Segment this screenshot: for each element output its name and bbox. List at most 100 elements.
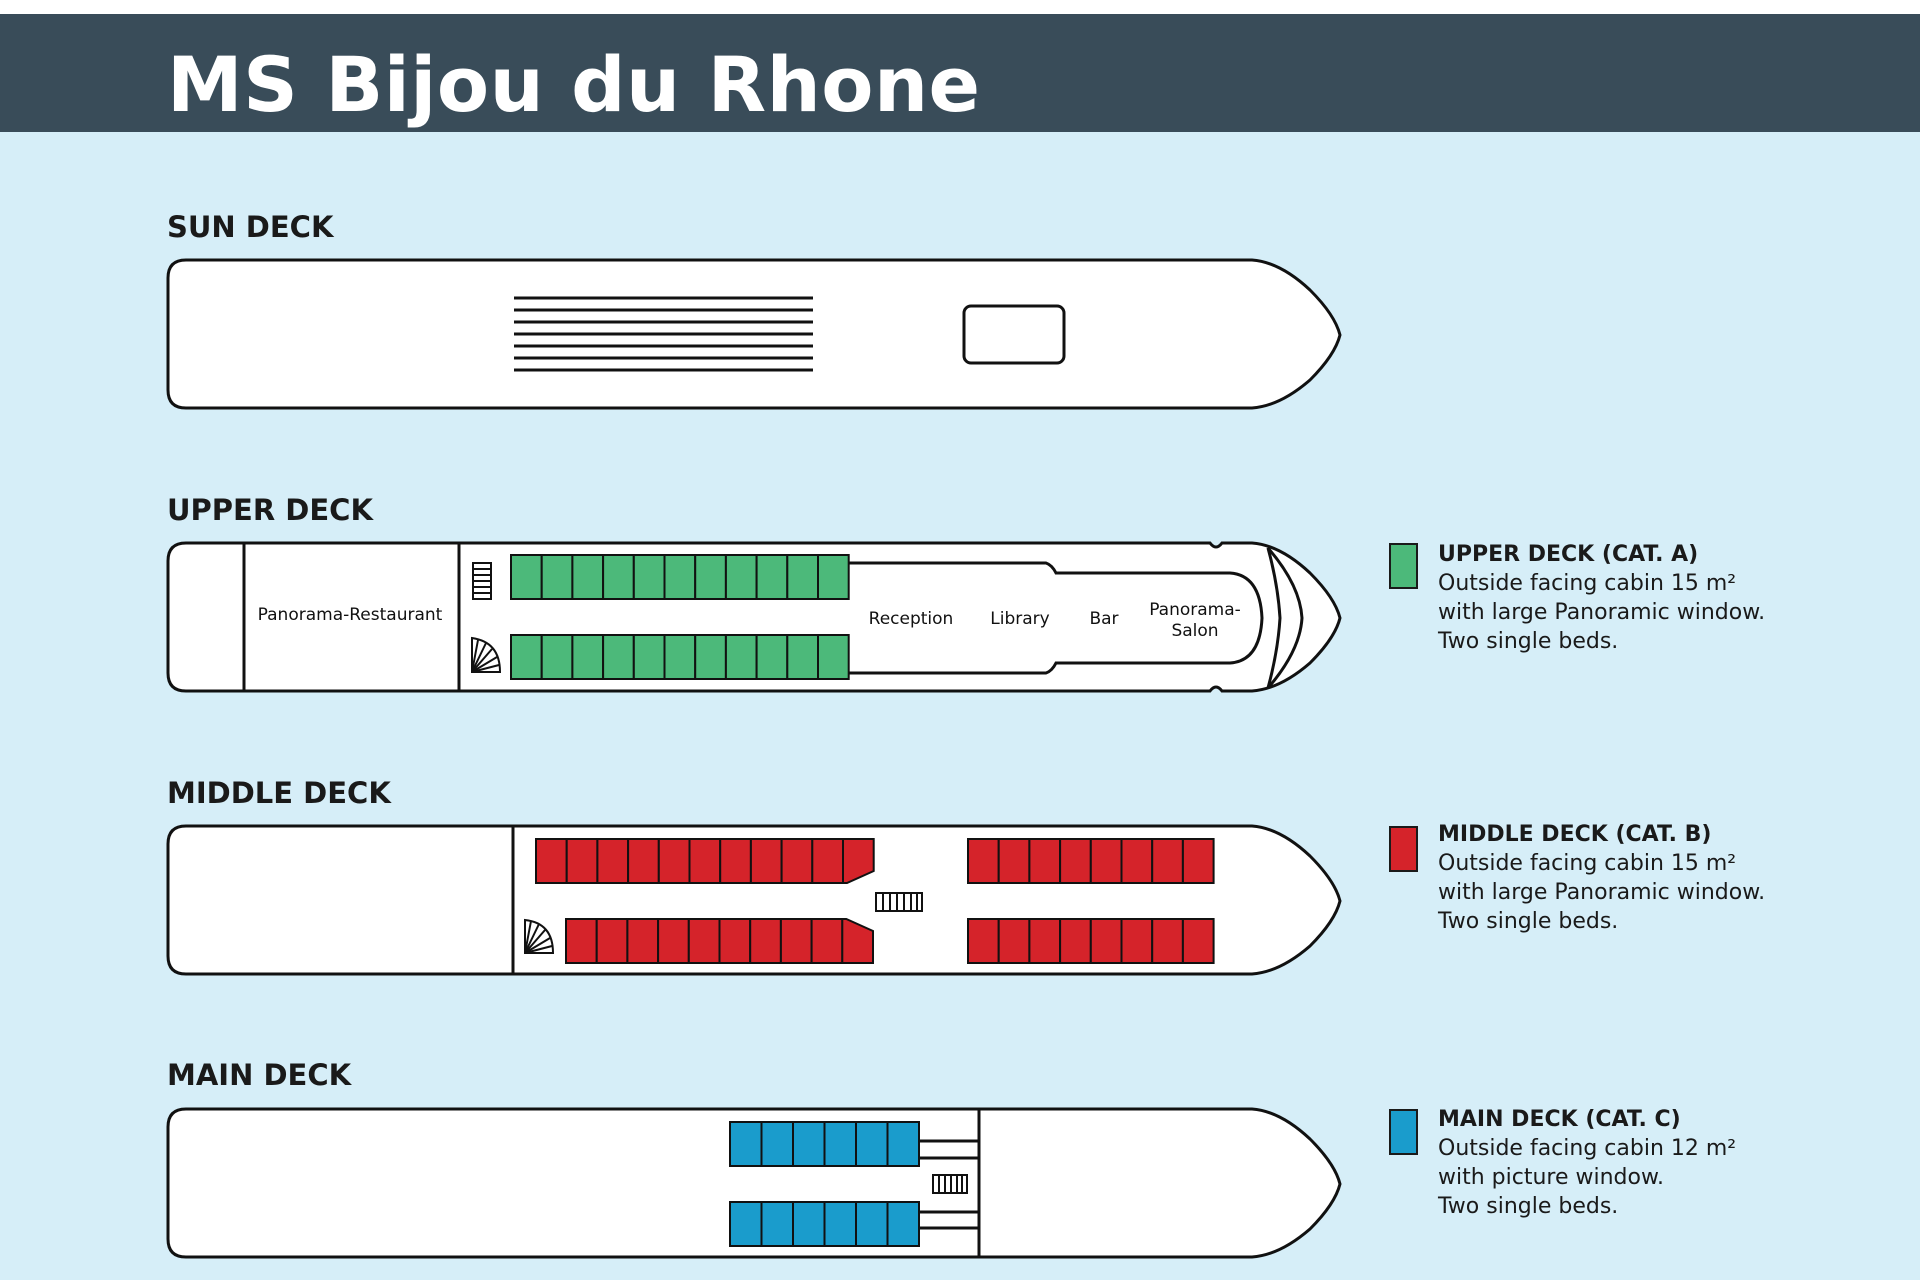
upper-deck-cabin-row-starboard: [510, 634, 850, 680]
cabin-cat-b: [1028, 918, 1062, 964]
cabin-cat-b: [1120, 838, 1154, 884]
main-deck: [166, 1107, 1342, 1259]
cabin-cat-c: [886, 1121, 920, 1167]
sun-deck: [166, 258, 1342, 410]
room-label-panorama-salon-line1: Panorama-: [1149, 600, 1241, 620]
legend-swatch-cat-b: [1389, 826, 1418, 872]
main-deck-title: MAIN DECK: [167, 1058, 352, 1092]
upper-deck-stair-spiral: [471, 636, 502, 673]
cabin-cat-b: [565, 918, 598, 964]
legend-item-cat-b: MIDDLE DECK (CAT. B) Outside facing cabi…: [1438, 820, 1765, 936]
legend-swatch-cat-c: [1389, 1109, 1418, 1155]
room-label-reception: Reception: [869, 609, 954, 629]
page-title: MS Bijou du Rhone: [167, 40, 981, 129]
cabin-cat-b: [595, 918, 629, 964]
cabin-cat-b: [780, 838, 814, 884]
middle-deck-cabin-row-starboard-aft: [565, 918, 874, 964]
cabin-cat-b: [1059, 838, 1092, 884]
cabin-cat-b: [535, 838, 568, 884]
main-deck-hull: [166, 1107, 1342, 1259]
cabin-cat-a: [755, 634, 789, 680]
upper-deck-corridor: [849, 561, 1264, 675]
legend-heading-cat-c: MAIN DECK (CAT. C): [1438, 1107, 1681, 1132]
cabin-cat-b: [688, 838, 722, 884]
cabin-cat-c: [792, 1201, 826, 1247]
legend-line2-cat-c: with picture window.: [1438, 1165, 1664, 1190]
cabin-cat-c: [729, 1121, 763, 1167]
legend-heading-cat-a: UPPER DECK (CAT. A): [1438, 542, 1699, 567]
cabin-cat-a: [817, 554, 850, 600]
legend-item-cat-a: UPPER DECK (CAT. A) Outside facing cabin…: [1438, 540, 1765, 656]
cabin-cat-a: [571, 554, 605, 600]
cabin-cat-b: [719, 838, 752, 884]
legend-item-cat-c: MAIN DECK (CAT. C) Outside facing cabin …: [1438, 1105, 1736, 1221]
cabin-cat-b: [749, 918, 782, 964]
cabin-cat-a: [540, 634, 574, 680]
room-label-bar: Bar: [1089, 609, 1118, 629]
upper-deck-hull: [166, 541, 1342, 693]
legend-line2-cat-a: with large Panoramic window.: [1438, 600, 1766, 625]
cabin-cat-b: [1120, 918, 1154, 964]
cabin-cat-c: [855, 1121, 889, 1167]
main-deck-corridor: [920, 1109, 981, 1257]
upper-deck-stair-straight: [472, 562, 492, 600]
cabin-cat-c: [729, 1201, 763, 1247]
cabin-cat-b: [1028, 838, 1062, 884]
middle-deck-cabin-row-port-aft: [535, 838, 875, 884]
cabin-cat-b: [1089, 838, 1123, 884]
legend-line1-cat-a: Outside facing cabin 15 m²: [1438, 571, 1737, 596]
cabin-cat-b: [1181, 918, 1215, 964]
cabin-cat-b: [841, 918, 874, 964]
sun-deck-title: SUN DECK: [167, 210, 334, 244]
middle-deck-cabin-row-starboard-fwd: [967, 918, 1215, 964]
cabin-cat-b: [1181, 838, 1215, 884]
middle-deck: [166, 824, 1342, 976]
middle-deck-stair-spiral: [524, 918, 555, 954]
cabin-cat-b: [842, 838, 875, 884]
legend-heading-cat-b: MIDDLE DECK (CAT. B): [1438, 822, 1712, 847]
cabin-cat-a: [724, 634, 758, 680]
cabin-cat-a: [755, 554, 789, 600]
cabin-cat-b: [657, 918, 690, 964]
cabin-cat-c: [760, 1201, 794, 1247]
sun-deck-loungers: [514, 296, 813, 372]
cabin-cat-a: [602, 634, 635, 680]
cabin-cat-b: [626, 918, 660, 964]
cabin-cat-b: [997, 838, 1031, 884]
cabin-cat-b: [1151, 838, 1184, 884]
middle-deck-stair-straight: [875, 892, 923, 912]
legend-line2-cat-b: with large Panoramic window.: [1438, 880, 1766, 905]
cabin-cat-b: [627, 838, 660, 884]
cabin-cat-c: [823, 1121, 857, 1167]
cabin-cat-b: [779, 918, 813, 964]
cabin-cat-a: [571, 634, 605, 680]
cabin-cat-a: [663, 634, 697, 680]
cabin-cat-b: [565, 838, 599, 884]
cabin-cat-a: [510, 554, 543, 600]
upper-deck-cabin-row-port: [510, 554, 850, 600]
upper-deck-title: UPPER DECK: [167, 493, 373, 527]
legend-line1-cat-b: Outside facing cabin 15 m²: [1438, 851, 1737, 876]
legend-line3-cat-a: Two single beds.: [1438, 629, 1619, 654]
legend-swatch-cat-a: [1389, 543, 1418, 589]
middle-deck-cabin-row-port-fwd: [967, 838, 1215, 884]
main-deck-cabin-row-starboard: [729, 1201, 920, 1247]
cabin-cat-a: [786, 634, 819, 680]
cabin-cat-b: [657, 838, 691, 884]
cabin-cat-b: [1059, 918, 1092, 964]
cabin-cat-b: [997, 918, 1031, 964]
main-deck-cabin-row-port: [729, 1121, 920, 1167]
cabin-cat-a: [694, 554, 727, 600]
cabin-cat-a: [602, 554, 635, 600]
cabin-cat-b: [811, 838, 844, 884]
legend-line1-cat-c: Outside facing cabin 12 m²: [1438, 1136, 1737, 1161]
cabin-cat-b: [810, 918, 844, 964]
room-label-panorama-salon-line2: Salon: [1171, 621, 1218, 641]
legend-line3-cat-c: Two single beds.: [1438, 1194, 1619, 1219]
cabin-cat-a: [540, 554, 574, 600]
cabin-cat-b: [596, 838, 630, 884]
cabin-cat-c: [760, 1121, 794, 1167]
cabin-cat-c: [792, 1121, 826, 1167]
